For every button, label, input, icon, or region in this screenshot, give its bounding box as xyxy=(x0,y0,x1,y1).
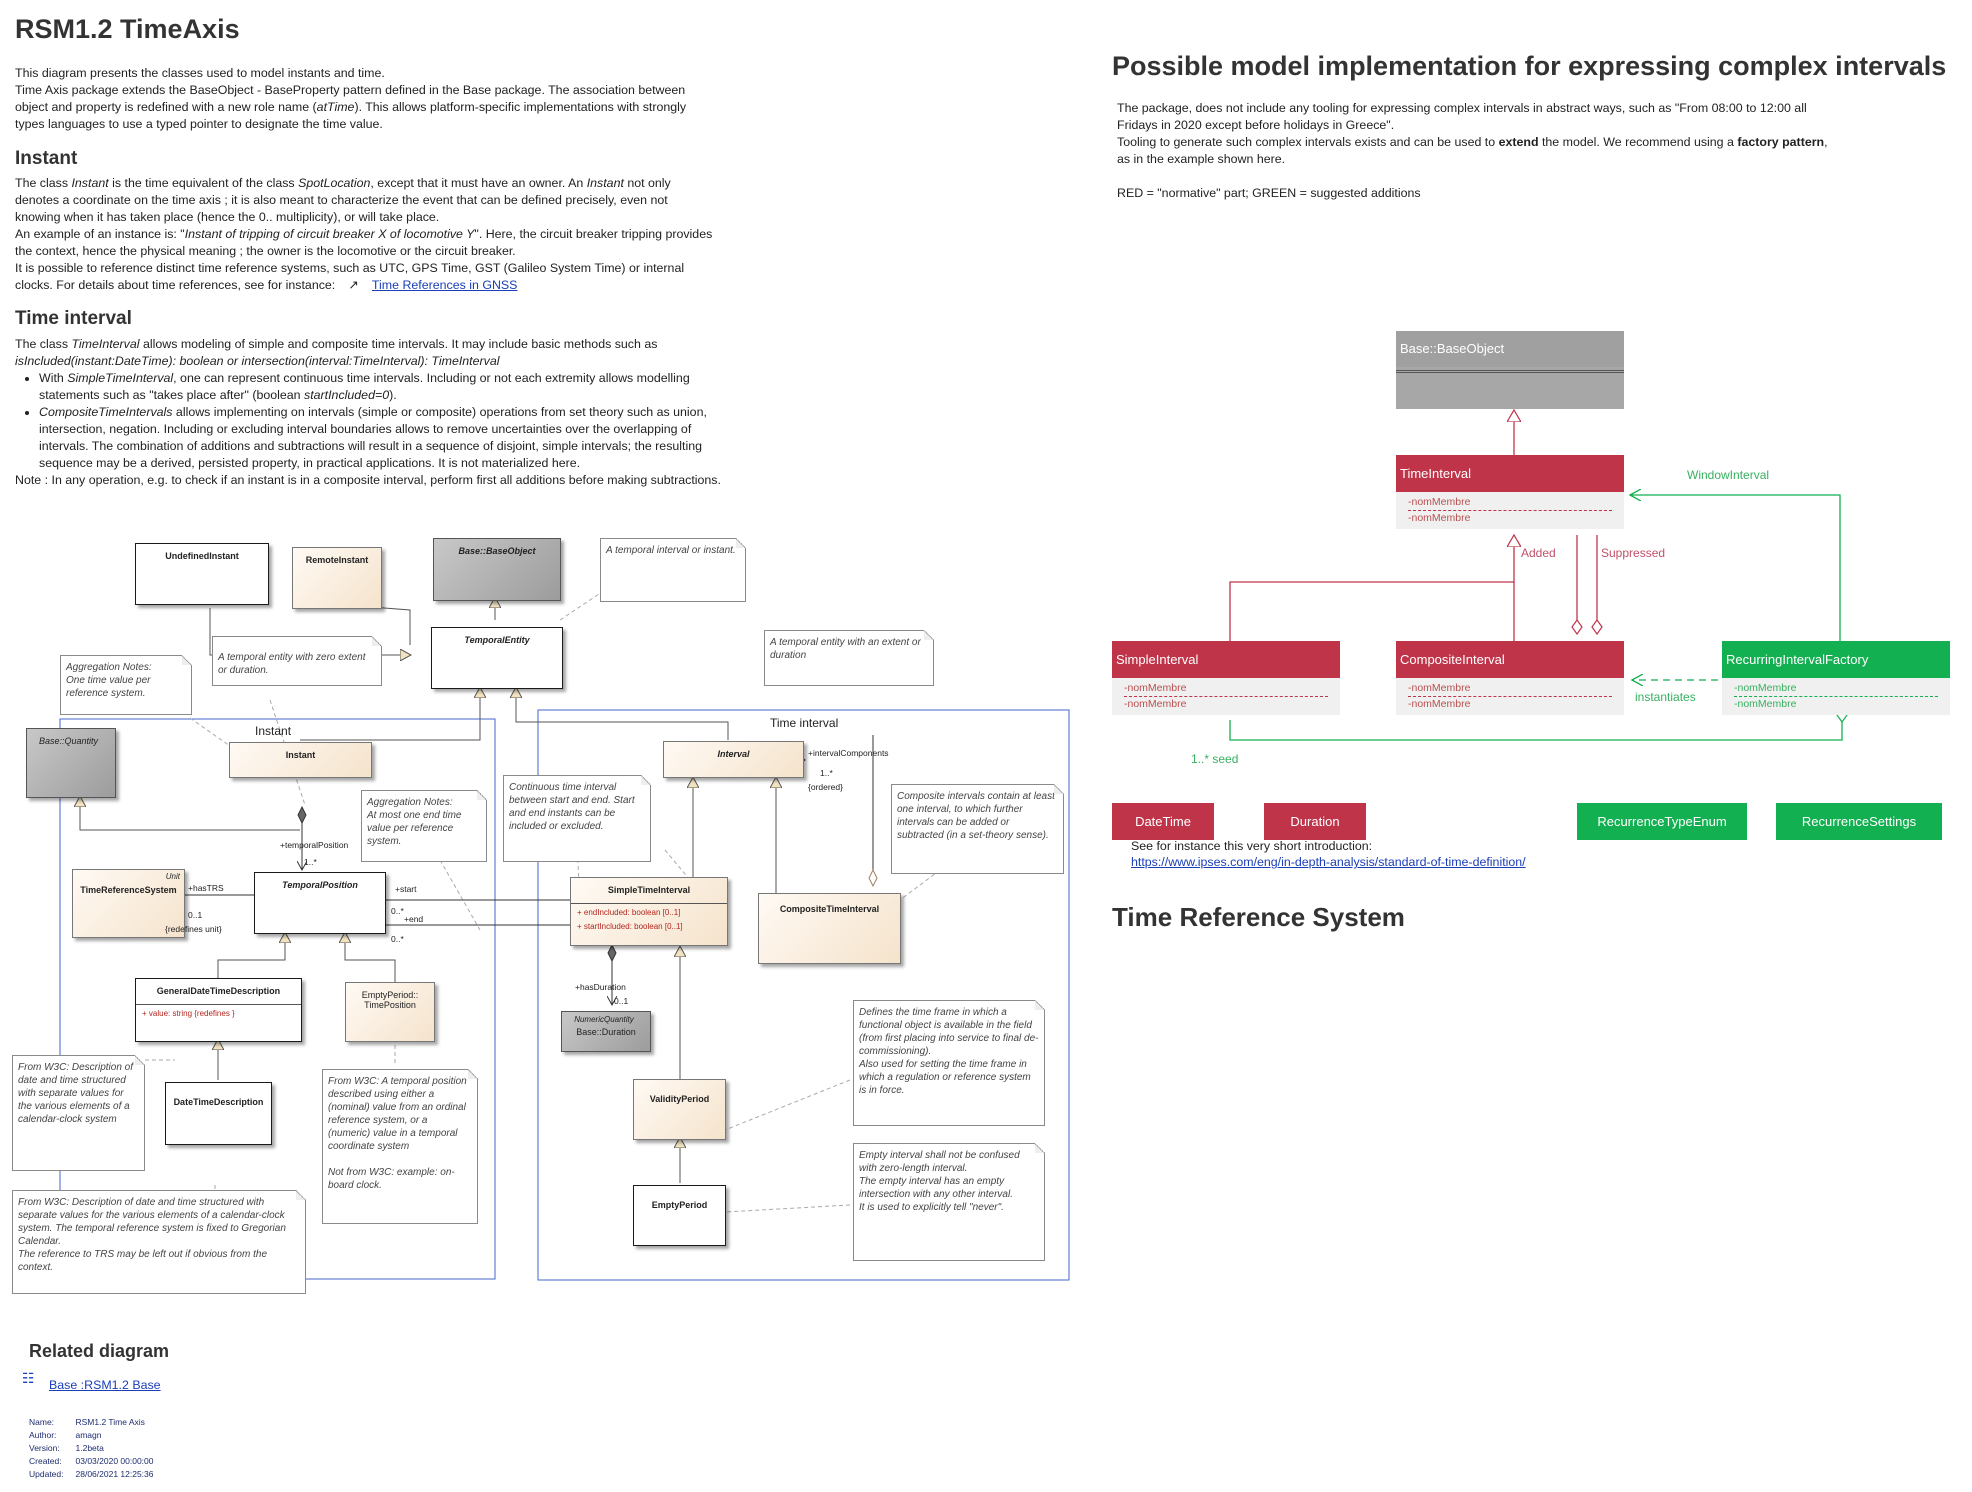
package-interval-label: Time interval xyxy=(770,716,839,730)
package-instant-label: Instant xyxy=(255,724,292,738)
window-interval-label: WindowInterval xyxy=(1687,468,1770,482)
assoc-label: {ordered} xyxy=(808,782,843,792)
diagram-icon: ☷ xyxy=(22,1370,35,1386)
class-datetime-description[interactable]: DateTimeDescription xyxy=(165,1082,272,1145)
class-recurring-interval-factory[interactable]: RecurringIntervalFactory -nomMembre-nomM… xyxy=(1722,641,1950,715)
class-recurrence-type-enum[interactable]: RecurrenceTypeEnum xyxy=(1577,803,1747,840)
class-time-interval[interactable]: TimeInterval -nomMembre-nomMembre xyxy=(1396,455,1624,529)
class-duration[interactable]: Duration xyxy=(1264,803,1366,840)
class-recurrence-settings[interactable]: RecurrenceSettings xyxy=(1776,803,1942,840)
class-datetime[interactable]: DateTime xyxy=(1112,803,1214,840)
assoc-label: 1..* xyxy=(820,768,833,778)
instant-heading: Instant xyxy=(15,148,78,169)
assoc-label: 0..1 xyxy=(614,996,629,1006)
assoc-label: +end xyxy=(404,914,424,924)
assoc-label: {redefines unit} xyxy=(165,924,222,934)
intro-text: This diagram presents the classes used t… xyxy=(15,66,687,131)
seed-label: 1..* seed xyxy=(1191,752,1239,766)
diagram-metadata: Name:RSM1.2 Time Axis Author:amagn Versi… xyxy=(29,1417,154,1479)
interval-text: The class TimeInterval allows modeling o… xyxy=(15,336,725,489)
assoc-label: +intervalComponents xyxy=(808,748,889,758)
note-empty-interval: Empty interval shall not be confused wit… xyxy=(853,1143,1045,1261)
see-also-text: See for instance this very short introdu… xyxy=(1131,839,1373,853)
assoc-label: +temporalPosition xyxy=(280,840,349,850)
trs-heading: Time Reference System xyxy=(1112,902,1405,932)
class-composite-time-interval[interactable]: CompositeTimeInterval xyxy=(758,893,901,964)
suppressed-label: Suppressed xyxy=(1601,546,1666,560)
right-heading: Possible model implementation for expres… xyxy=(1112,51,1947,81)
class-remote-instant[interactable]: RemoteInstant xyxy=(292,547,382,609)
assoc-label: 0..1 xyxy=(188,910,203,920)
page-title: RSM1.2 TimeAxis xyxy=(15,14,240,44)
instant-text: The class Instant is the time equivalent… xyxy=(15,176,713,292)
assoc-label: +hasTRS xyxy=(188,883,224,893)
class-temporal-entity[interactable]: TemporalEntity xyxy=(431,627,563,689)
note-zero-extent: A temporal entity with zero extent or du… xyxy=(212,636,382,686)
class-base-object[interactable]: Base::BaseObject xyxy=(433,538,561,601)
assoc-label: +hasDuration xyxy=(575,982,626,992)
note-continuous: Continuous time interval between start a… xyxy=(503,775,651,862)
class-validity-period[interactable]: ValidityPeriod xyxy=(633,1079,726,1140)
class-right-base-object[interactable]: Base::BaseObject xyxy=(1396,331,1624,409)
class-simple-interval[interactable]: SimpleInterval -nomMembre-nomMembre xyxy=(1112,641,1340,715)
class-general-datetime-description[interactable]: GeneralDateTimeDescription+ value: strin… xyxy=(135,978,302,1042)
class-interval[interactable]: Interval xyxy=(663,741,804,778)
list-item: CompositeTimeIntervals allows implementi… xyxy=(39,404,725,472)
class-simple-time-interval[interactable]: SimpleTimeInterval+ endIncluded: boolean… xyxy=(570,877,728,946)
assoc-label: 1..* xyxy=(304,857,317,867)
assoc-label: 0..* xyxy=(391,906,404,916)
note-temporal-entity: A temporal interval or instant. xyxy=(600,538,746,602)
class-instant[interactable]: Instant xyxy=(229,742,372,778)
ipses-link[interactable]: https://www.ipses.com/eng/in-depth-analy… xyxy=(1131,855,1526,869)
note-extent: A temporal entity with an extent or dura… xyxy=(764,630,934,686)
note-w3c-description: From W3C: Description of date and time s… xyxy=(12,1055,145,1171)
instantiates-label: instantiates xyxy=(1635,690,1696,704)
note-w3c-long: From W3C: Description of date and time s… xyxy=(12,1190,306,1294)
note-composite: Composite intervals contain at least one… xyxy=(891,784,1064,874)
note-validity-period: Defines the time frame in which a functi… xyxy=(853,1000,1045,1126)
gnss-link[interactable]: Time References in GNSS xyxy=(371,278,518,292)
right-text: The package, does not include any toolin… xyxy=(1117,101,1828,200)
class-empty-period[interactable]: EmptyPeriod xyxy=(633,1185,726,1246)
related-heading: Related diagram xyxy=(29,1341,170,1361)
class-undefined-instant[interactable]: UndefinedInstant xyxy=(135,543,269,605)
related-diagram-link[interactable]: Base :RSM1.2 Base xyxy=(49,1378,161,1392)
assoc-label: 0..* xyxy=(391,934,404,944)
interval-heading: Time interval xyxy=(15,308,132,329)
class-composite-interval[interactable]: CompositeInterval -nomMembre-nomMembre xyxy=(1396,641,1624,715)
note-aggregation-1: Aggregation Notes: One time value per re… xyxy=(60,655,192,715)
external-link-icon: ↗ xyxy=(348,278,359,292)
class-empty-period-time-position[interactable]: EmptyPeriod:: TimePosition xyxy=(345,982,435,1042)
list-item: With SimpleTimeInterval, one can represe… xyxy=(39,370,725,404)
assoc-label: +start xyxy=(395,884,417,894)
class-base-quantity[interactable]: Base::Quantity xyxy=(26,728,116,798)
note-aggregation-2: Aggregation Notes: At most one end time … xyxy=(361,790,487,862)
class-temporal-position[interactable]: TemporalPosition xyxy=(254,872,386,934)
added-label: Added xyxy=(1521,546,1556,560)
note-w3c-temporal-position: From W3C: A temporal position described … xyxy=(322,1069,478,1224)
